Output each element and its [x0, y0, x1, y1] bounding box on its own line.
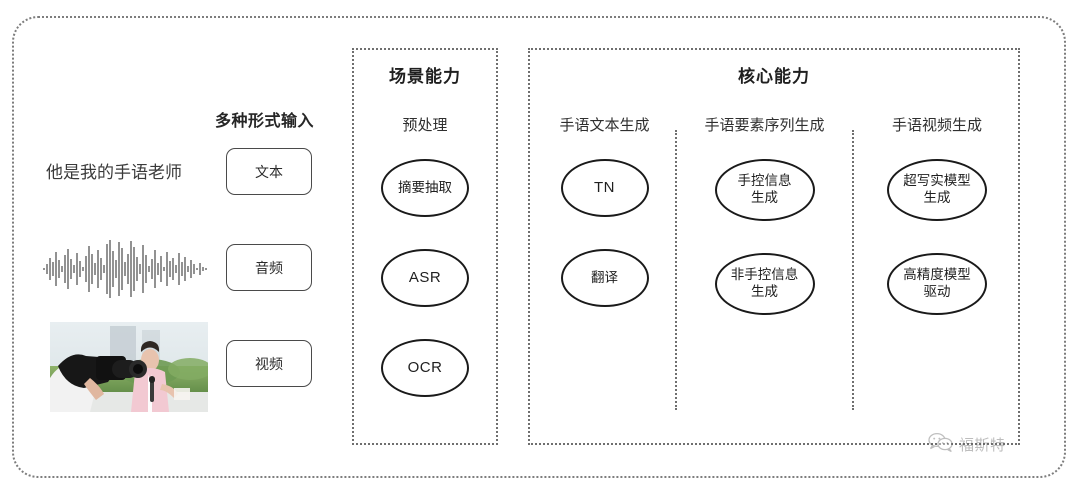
- panel-core-title: 核心能力: [738, 67, 810, 86]
- node-stack-sign-video-generation: 超写实模型生成 高精度模型驱动: [854, 159, 1020, 347]
- node-hyperrealistic-model-generation[interactable]: 超写实模型生成: [887, 159, 987, 221]
- video-thumbnail-image: [50, 322, 208, 412]
- node-summary-extraction[interactable]: 摘要抽取: [381, 159, 469, 217]
- column-label-sign-element-sequence: 手语要素序列生成: [704, 117, 825, 134]
- column-label-sign-text-generation: 手语文本生成: [559, 117, 650, 134]
- node-stack-sign-text-generation: TN 翻译: [534, 159, 675, 339]
- node-stack-preprocessing: 摘要抽取 ASR OCR: [354, 159, 496, 429]
- column-sign-text-generation: 手语文本生成 TN 翻译: [534, 118, 675, 339]
- panel-scene-title: 场景能力: [389, 67, 461, 86]
- audio-waveform-icon: [42, 238, 212, 300]
- node-non-manual-info-generation[interactable]: 非手控信息生成: [714, 253, 815, 315]
- node-asr[interactable]: ASR: [381, 249, 469, 307]
- panel-core-capability: 核心能力 手语文本生成 TN 翻译 手语要素序列生成 手控信息生成 非手控信息生…: [528, 48, 1020, 445]
- column-label-sign-video-generation: 手语视频生成: [891, 117, 982, 134]
- node-stack-sign-element-sequence: 手控信息生成 非手控信息生成: [677, 159, 852, 347]
- watermark: 福斯特: [928, 432, 1006, 457]
- diagram-outer-frame: [12, 16, 1066, 478]
- wechat-bubble-icon: [928, 432, 954, 457]
- input-sample-text: 他是我的手语老师: [46, 163, 182, 182]
- node-tn[interactable]: TN: [560, 159, 649, 217]
- column-preprocessing: 预处理 摘要抽取 ASR OCR: [354, 118, 496, 429]
- panel-scene-capability: 场景能力 预处理 摘要抽取 ASR OCR: [352, 48, 498, 445]
- node-translation[interactable]: 翻译: [560, 249, 649, 307]
- column-sign-video-generation: 手语视频生成 超写实模型生成 高精度模型驱动: [854, 118, 1020, 347]
- modality-box-video[interactable]: 视频: [226, 340, 312, 387]
- column-divider-1: [675, 130, 677, 410]
- node-ocr[interactable]: OCR: [381, 339, 469, 397]
- input-section: 多种形式输入 他是我的手语老师: [30, 30, 330, 450]
- column-divider-2: [852, 130, 854, 410]
- modality-box-audio[interactable]: 音频: [226, 244, 312, 291]
- input-section-heading: 多种形式输入: [215, 113, 315, 130]
- column-sign-element-sequence: 手语要素序列生成 手控信息生成 非手控信息生成: [677, 118, 852, 347]
- modality-box-text[interactable]: 文本: [226, 148, 312, 195]
- node-high-precision-model-driving[interactable]: 高精度模型驱动: [887, 253, 987, 315]
- column-label-preprocessing: 预处理: [402, 117, 448, 134]
- watermark-text: 福斯特: [959, 437, 1006, 454]
- node-manual-info-generation[interactable]: 手控信息生成: [714, 159, 815, 221]
